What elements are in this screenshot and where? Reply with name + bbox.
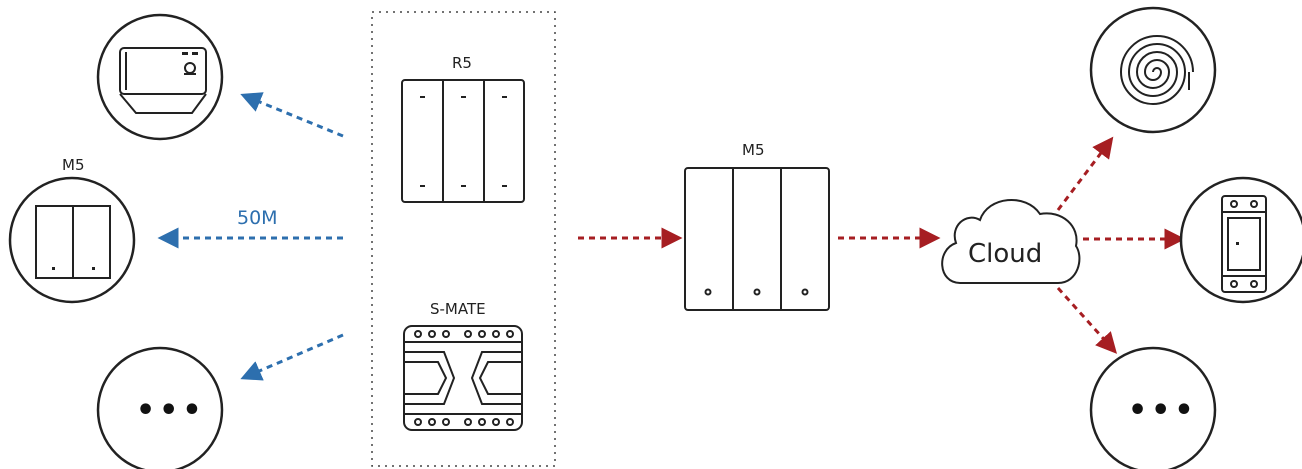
distance-label: 50M [237,207,278,229]
s-mate-label: S-MATE [430,300,486,318]
device-circle-top-right [1089,6,1217,134]
more-devices-right: ••• [1128,393,1198,428]
local-link-bottom [240,333,344,381]
m5-two-gang-icon [35,205,111,279]
more-devices-left: ••• [136,393,206,428]
din-relay-icon [1221,195,1267,293]
r5-label: R5 [452,54,472,72]
cloud-link-bottom [1056,286,1118,354]
cloud-link-top [1056,136,1114,211]
cloud-label: Cloud [968,239,1042,269]
device-circle-more-left [96,346,224,469]
group-box [371,11,556,467]
device-circle-mid-right [1179,176,1302,304]
switch-module-icon [119,47,207,114]
cloud-shape [941,199,1081,284]
local-link-top [240,92,344,138]
m5-left-label: M5 [62,156,85,174]
device-circle-more-right [1089,346,1217,469]
led-strip-icon [1119,35,1194,105]
device-circle-m5-left [8,176,136,304]
device-circle-top-left [96,13,224,141]
s-mate-icon [403,325,523,431]
m5-center-label: M5 [742,141,765,159]
m5-three-gang-icon [684,167,830,311]
r5-remote-icon [401,79,525,203]
